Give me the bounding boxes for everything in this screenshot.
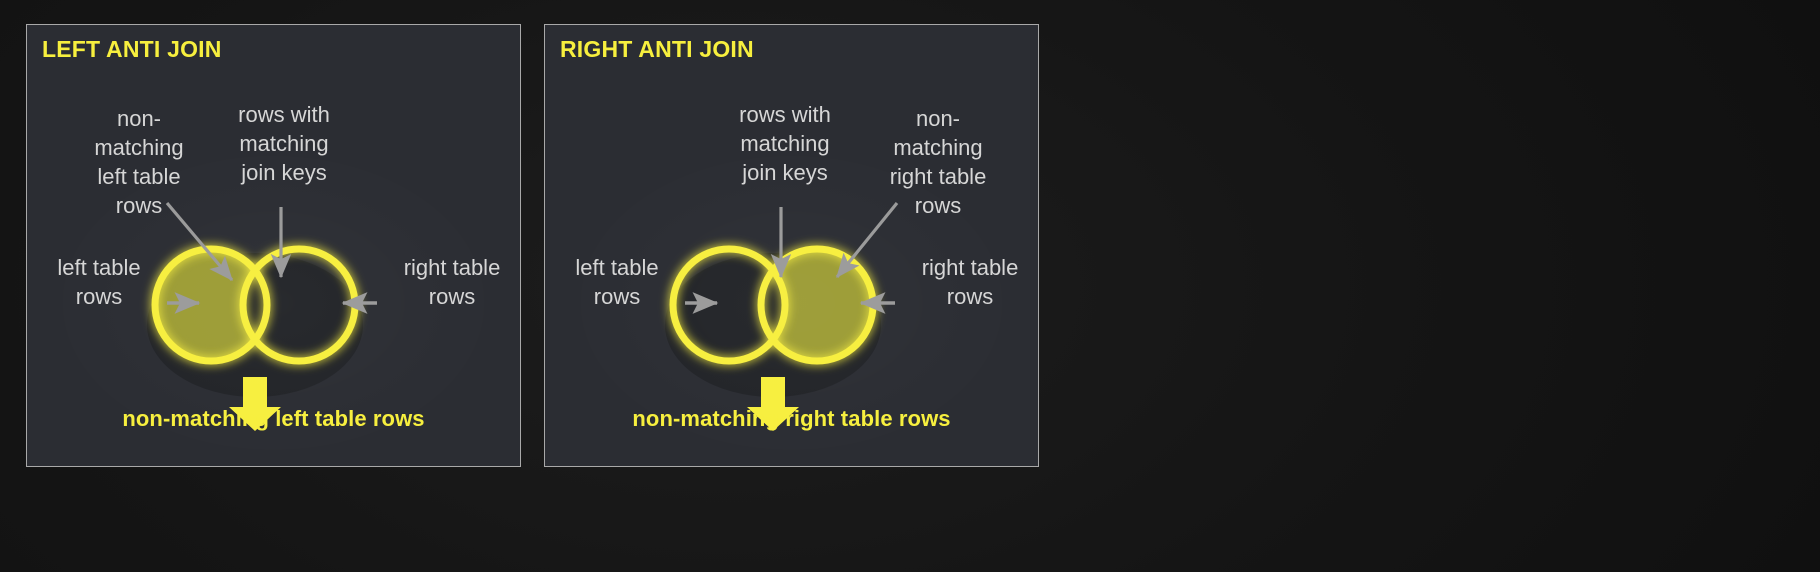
venn-circle-right <box>757 245 877 365</box>
venn-diagram-left <box>147 201 377 431</box>
label-matching-join-keys: rows with matching join keys <box>238 102 330 185</box>
label-non-matching-rows: non- matching left table rows <box>94 106 184 218</box>
venn-circle-left <box>669 245 789 365</box>
venn-shadow <box>665 253 881 397</box>
label-right-table-rows: right table rows <box>403 255 501 309</box>
label-matching-join-keys: rows with matching join keys <box>739 102 831 185</box>
label-left-table-rows: left table rows <box>575 255 659 309</box>
venn-shadow <box>147 253 363 397</box>
result-caption: non-matching left table rows <box>122 406 425 431</box>
venn-circle-left <box>151 245 271 365</box>
panel-title: LEFT ANTI JOIN <box>42 36 222 62</box>
panel-title: RIGHT ANTI JOIN <box>560 36 754 62</box>
result-caption: non-matching right table rows <box>632 406 951 431</box>
label-right-table-rows: right table rows <box>921 255 1019 309</box>
venn-circle-right <box>239 245 359 365</box>
panel-group: LEFT ANTI JOIN <box>26 24 1039 467</box>
panel-right-anti-join: RIGHT ANTI JOIN <box>544 24 1039 467</box>
label-left-table-rows: left table rows <box>57 255 141 309</box>
venn-highlight-region <box>155 249 267 361</box>
venn-diagram-right <box>665 201 899 431</box>
panel-left-anti-join: LEFT ANTI JOIN <box>26 24 521 467</box>
venn-highlight-region <box>761 249 873 361</box>
label-non-matching-rows: non- matching right table rows <box>889 106 987 218</box>
